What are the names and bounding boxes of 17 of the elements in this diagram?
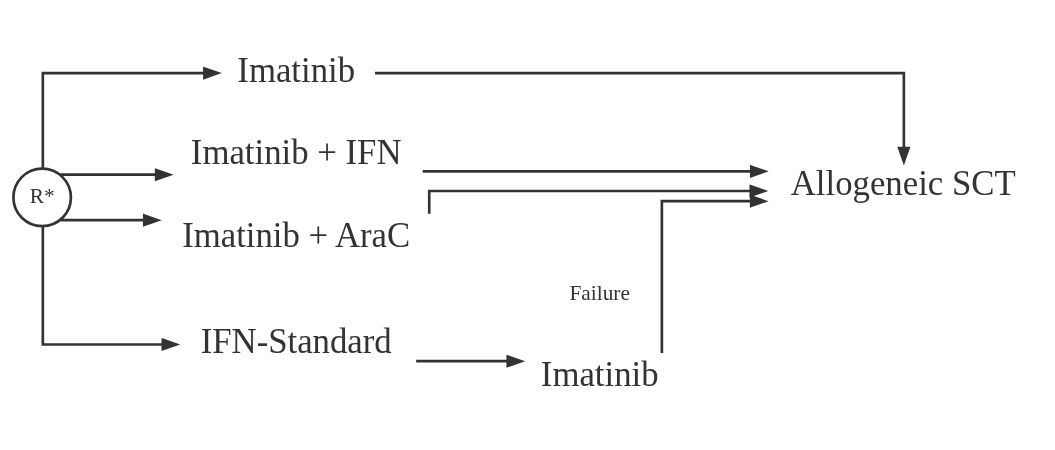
node-text: IFN-Standard [200,321,392,361]
node-text: Imatinib + AraC [182,215,411,255]
arrow [422,164,769,178]
arrow [60,213,162,227]
arrow [41,226,181,351]
arrow [375,71,911,166]
label: Failure [569,280,630,305]
node-text: Allogeneic SCT [790,163,1016,203]
node-text: Imatinib [237,50,356,90]
arrow [60,167,174,181]
arrow [416,354,526,368]
node-circle: R* [12,166,73,227]
arrow [41,66,222,169]
arrow [660,194,769,353]
node-text: Imatinib + IFN [190,132,402,172]
node-text: Imatinib [540,354,659,394]
arrow [427,183,769,214]
